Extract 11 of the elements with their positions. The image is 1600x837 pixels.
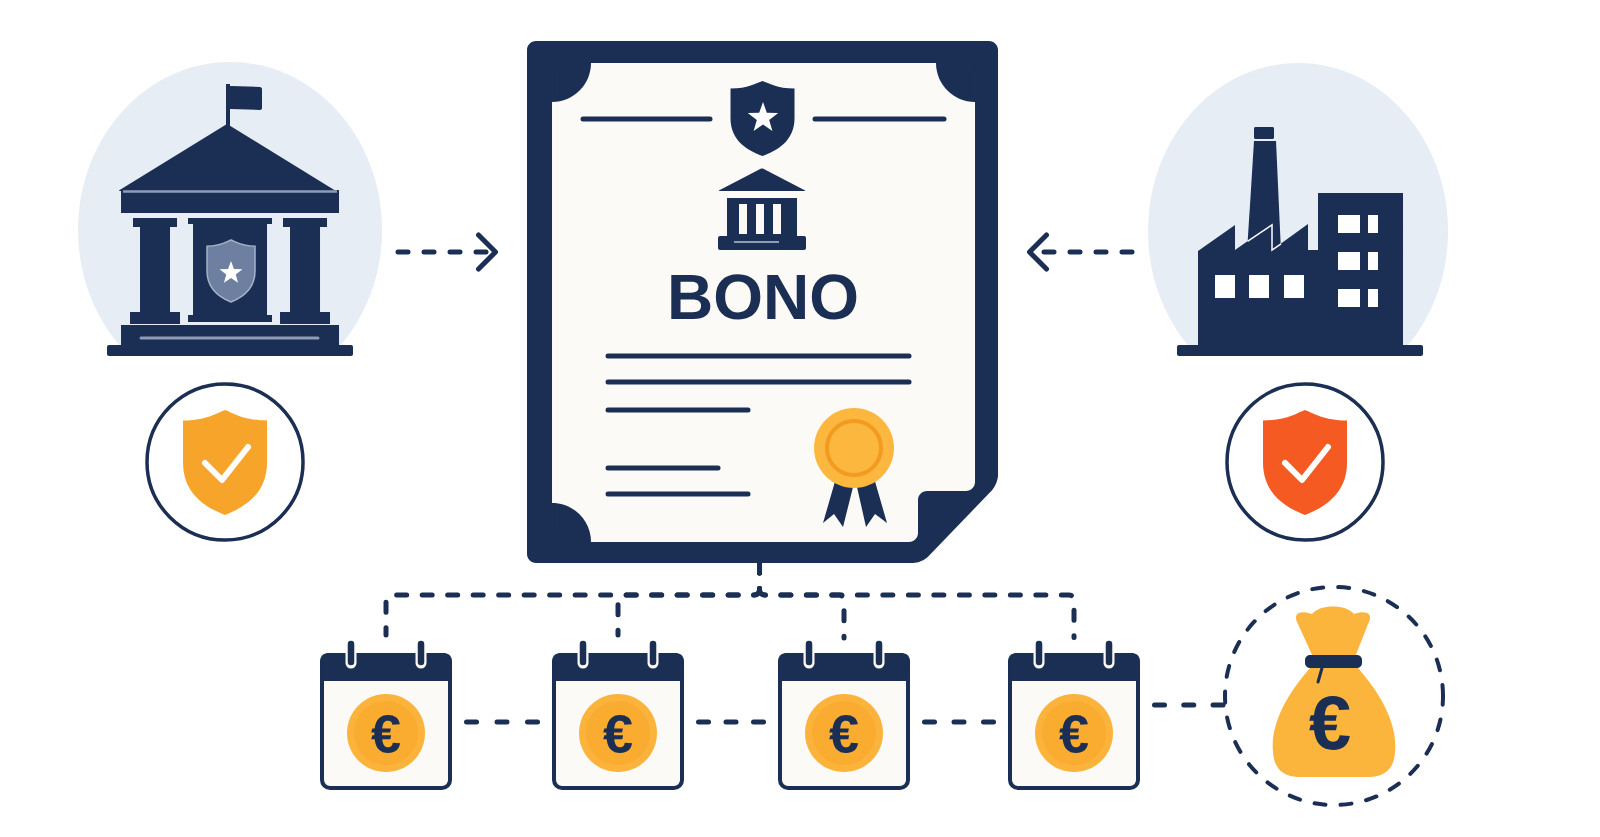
document-title: BONO <box>671 274 857 320</box>
dashed-arrow <box>1027 232 1135 272</box>
money-bag: € <box>1272 606 1396 777</box>
dashed-line <box>696 719 766 725</box>
dashed-line <box>1152 702 1226 708</box>
dashed-line <box>922 719 996 725</box>
factory-illustration <box>1148 63 1448 356</box>
building-illustration <box>78 62 382 356</box>
dashed-line <box>757 560 1077 640</box>
dashed-arrow <box>395 232 498 272</box>
dashed-line <box>464 719 540 725</box>
